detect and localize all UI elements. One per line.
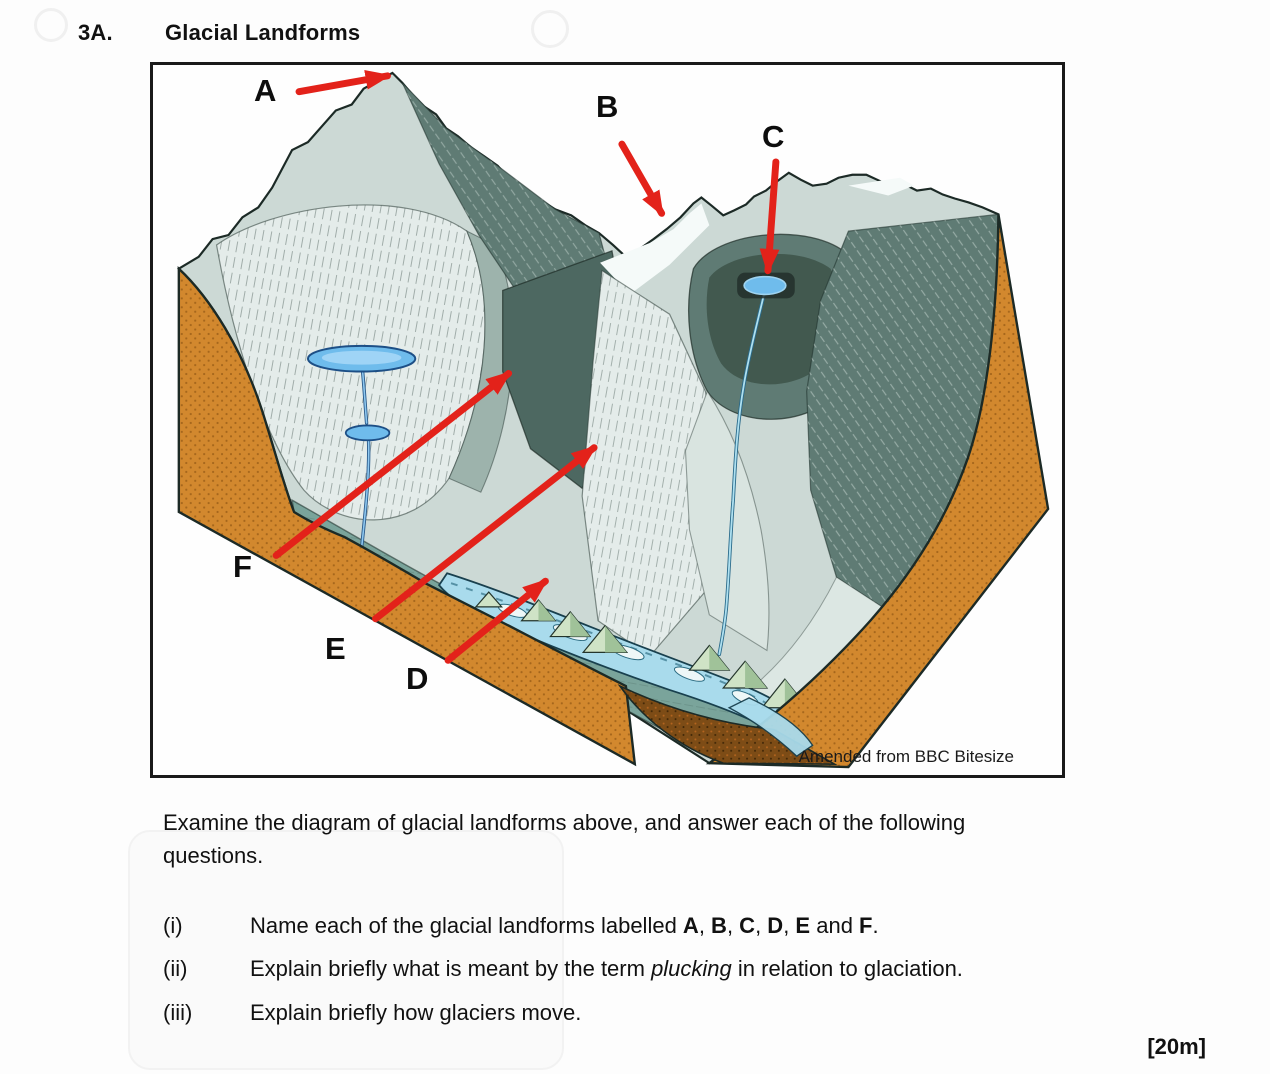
page-title: Glacial Landforms [165, 20, 361, 45]
corrie-streams [352, 292, 766, 657]
label-d: D [406, 661, 429, 696]
question-iii-text: Explain briefly how glaciers move. [250, 1000, 582, 1025]
arrow-b [618, 140, 666, 217]
label-c: C [762, 119, 785, 154]
arrow-d [444, 577, 549, 664]
label-b: B [596, 89, 619, 124]
arrow-a [295, 69, 392, 96]
question-ii-numeral: (ii) [163, 956, 188, 981]
arrow-f [272, 370, 513, 559]
glacial-landforms-figure: A B C F E D Amended from BBC Bitesize [150, 62, 1065, 778]
intro-text: Examine the diagram of glacial landforms… [163, 806, 1123, 872]
tarn-lakes [306, 272, 795, 442]
label-e: E [325, 631, 346, 666]
label-arrows [272, 69, 780, 664]
question-ii-text: Explain briefly what is meant by the ter… [250, 956, 963, 981]
terrain [177, 71, 1000, 765]
scan-artifact-ring [34, 8, 68, 42]
label-a: A [254, 73, 277, 108]
intro-line-2: questions. [163, 843, 264, 868]
figure-caption: Amended from BBC Bitesize [798, 747, 1014, 766]
scan-artifact-ring [531, 10, 569, 48]
glacial-landforms-diagram [177, 69, 1050, 769]
block-cut-faces [177, 214, 1050, 769]
block-left-front-face [177, 265, 637, 767]
question-i-text: Name each of the glacial landforms label… [250, 913, 879, 938]
marks-badge: [20m] [1147, 1034, 1206, 1059]
question-i-numeral: (i) [163, 913, 183, 938]
question-iii-numeral: (iii) [163, 1000, 193, 1025]
intro-line-1: Examine the diagram of glacial landforms… [163, 810, 966, 835]
label-f: F [233, 549, 252, 584]
arrow-c [759, 158, 780, 275]
question-number: 3A. [78, 20, 113, 45]
river-outlet [727, 697, 814, 758]
arrow-e [372, 444, 598, 623]
